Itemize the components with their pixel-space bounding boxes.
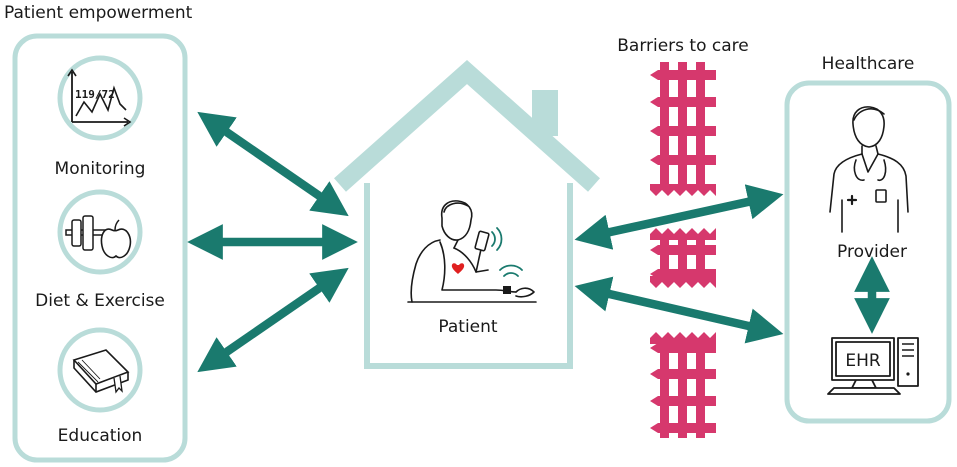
monitoring-label: Monitoring	[55, 159, 146, 179]
computer-icon	[827, 337, 919, 395]
healthcare-title: Healthcare	[822, 54, 915, 74]
book-icon	[57, 327, 143, 413]
fence-part	[650, 343, 716, 353]
fence-part	[650, 369, 716, 379]
empowerment-title: Patient empowerment	[4, 3, 193, 23]
fence-part	[650, 228, 716, 240]
fence-part	[650, 70, 716, 80]
fence-part	[696, 234, 705, 282]
fence-part	[650, 396, 716, 406]
fence-part	[660, 234, 669, 282]
fence-part	[650, 245, 716, 255]
arrow-education-patient	[197, 267, 349, 373]
fence-part	[650, 155, 716, 165]
healthcare-panel	[784, 80, 952, 424]
fence-part	[660, 338, 669, 438]
doctor-icon	[829, 106, 909, 233]
fence-part	[650, 276, 716, 288]
diet-exercise-label: Diet & Exercise	[35, 291, 165, 311]
ehr-label: EHR	[845, 351, 881, 371]
arrow-monitoring-patient	[197, 111, 349, 217]
empowerment-panel	[12, 33, 188, 463]
fence-part	[678, 338, 687, 438]
arrow-patient-provider	[574, 184, 784, 250]
connection-arrows	[187, 111, 890, 373]
provider-label: Provider	[837, 242, 907, 262]
patient-with-phone-icon	[407, 200, 537, 303]
fence-part	[650, 126, 716, 136]
barrier-fence-icon	[650, 62, 716, 438]
education-label: Education	[58, 426, 143, 446]
fence-part	[678, 234, 687, 282]
barriers-title: Barriers to care	[617, 36, 749, 56]
fence-part	[696, 338, 705, 438]
monitoring-reading: 119/72	[75, 88, 115, 101]
fence-part	[650, 423, 716, 433]
fence-part	[650, 332, 716, 344]
house	[334, 59, 600, 369]
arrow-patient-ehr	[574, 276, 784, 344]
fence-part	[650, 97, 716, 107]
dumbbell-apple-icon	[57, 189, 143, 275]
fence-part	[650, 184, 716, 196]
patient-label: Patient	[438, 317, 498, 337]
monitoring-chart-icon: 119/72	[57, 55, 143, 141]
